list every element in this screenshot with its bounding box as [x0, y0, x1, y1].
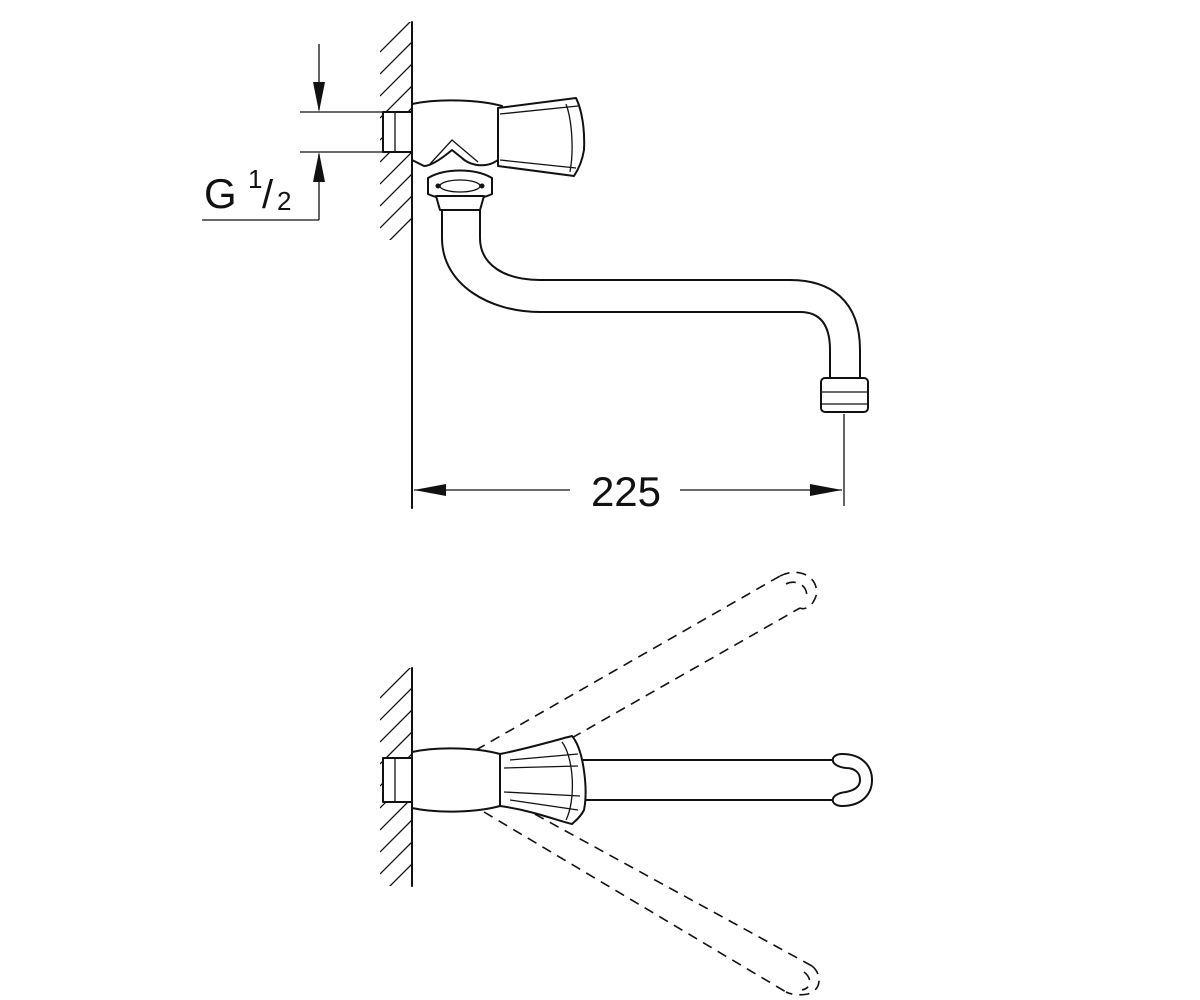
- top-view: [380, 571, 873, 996]
- thread-dimension: G 1 / 2: [202, 44, 383, 221]
- wall-connector: [382, 111, 414, 153]
- handle-side: [497, 97, 586, 177]
- valve-body-top: [382, 747, 501, 813]
- wall-side: [380, 21, 413, 509]
- arrow-down-icon: [313, 82, 325, 112]
- thread-slash: /: [262, 173, 274, 217]
- arrow-right-icon: [810, 484, 842, 496]
- valve-body-side: [382, 99, 503, 211]
- aerator-side: [820, 377, 869, 413]
- wall-connector-top: [382, 757, 414, 803]
- thread-letter: G: [204, 170, 237, 217]
- projection-dimension: 225: [414, 414, 845, 515]
- spout-side: [441, 199, 861, 379]
- handle-top: [499, 735, 587, 825]
- side-view: G 1 / 2 225: [202, 21, 869, 515]
- thread-denominator: 2: [277, 186, 291, 216]
- spout-top: [575, 753, 873, 807]
- thread-numerator: 1: [248, 164, 262, 194]
- arrow-left-icon: [414, 484, 446, 496]
- projection-value: 225: [591, 468, 661, 515]
- arrow-up-icon: [313, 152, 325, 182]
